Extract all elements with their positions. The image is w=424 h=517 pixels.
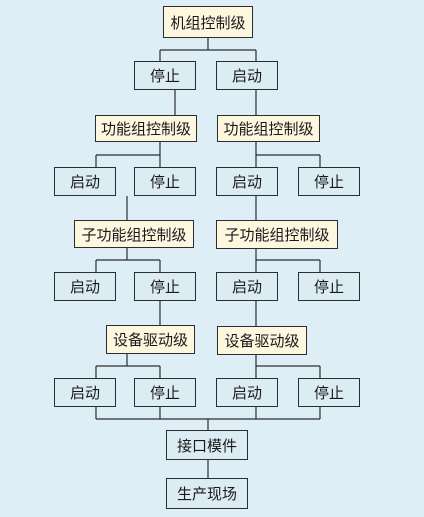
fg-start-left: 启动: [54, 167, 116, 196]
unit-control-level-box: 机组控制级: [163, 6, 253, 38]
function-group-control-left: 功能组控制级: [95, 115, 197, 142]
sub-function-group-control-left: 子功能组控制级: [74, 220, 194, 248]
sfg-start-right: 启动: [216, 272, 278, 301]
device-drive-level-right: 设备驱动级: [217, 326, 307, 355]
production-field-box: 生产现场: [166, 478, 248, 509]
sfg-start-left: 启动: [54, 272, 116, 301]
sfg-stop-left: 停止: [134, 272, 196, 301]
level1-stop-box: 停止: [134, 61, 196, 90]
interface-module-box: 接口模件: [166, 430, 248, 460]
level1-start-box: 启动: [216, 61, 278, 90]
fg-stop-right: 停止: [298, 167, 360, 196]
sub-function-group-control-right: 子功能组控制级: [216, 220, 338, 249]
dev-start-left: 启动: [54, 378, 116, 407]
device-drive-level-left: 设备驱动级: [106, 325, 195, 354]
sfg-stop-right: 停止: [298, 272, 360, 301]
dev-stop-right: 停止: [298, 378, 360, 407]
dev-stop-left: 停止: [134, 378, 196, 407]
dev-start-right: 启动: [216, 378, 278, 407]
function-group-control-right: 功能组控制级: [217, 115, 320, 142]
fg-stop-left: 停止: [134, 167, 196, 196]
fg-start-right: 启动: [216, 167, 278, 196]
